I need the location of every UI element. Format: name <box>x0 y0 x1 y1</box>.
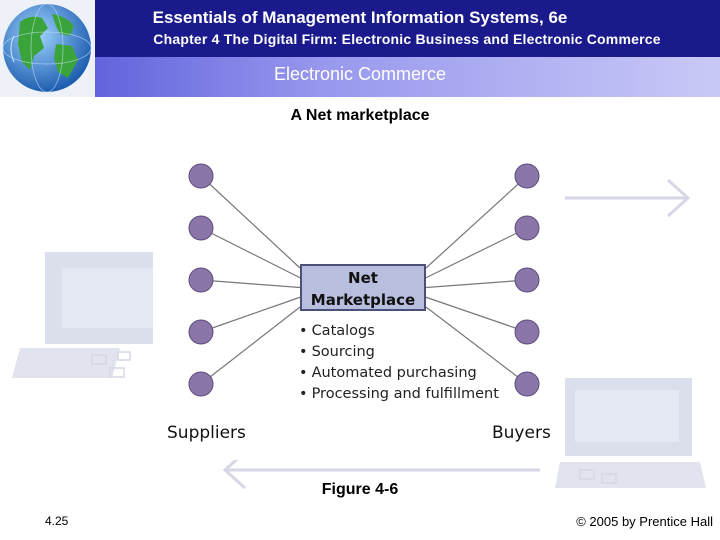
bg-screen-left <box>62 268 168 328</box>
supplier-node <box>188 371 214 397</box>
connector-line <box>200 279 301 289</box>
feature-item: Sourcing <box>299 342 499 363</box>
copyright-notice: © 2005 by Prentice Hall <box>576 514 713 529</box>
buyer-node <box>514 215 540 241</box>
buyers-label: Buyers <box>492 423 551 443</box>
bg-screen-right <box>575 390 679 442</box>
bg-keyboard-right <box>555 462 706 488</box>
connector-line <box>200 306 301 385</box>
connector-line <box>200 175 301 269</box>
suppliers-label: Suppliers <box>167 423 246 443</box>
page-number: 4.25 <box>45 514 69 528</box>
buyer-node <box>514 371 540 397</box>
net-marketplace-box: Net Marketplace <box>300 264 426 311</box>
supplier-node <box>188 163 214 189</box>
connector-line <box>425 296 528 333</box>
chapter-title: Chapter 4 The Digital Firm: Electronic B… <box>153 31 661 47</box>
figure-caption: Figure 4-6 <box>321 481 399 498</box>
globe-logo-panel <box>0 0 95 97</box>
supplier-node <box>188 267 214 293</box>
buyer-node <box>514 163 540 189</box>
feature-item: Processing and fulfillment <box>299 384 499 405</box>
connector-line <box>425 175 528 269</box>
net-box-line2: Marketplace <box>310 291 416 309</box>
buyer-node <box>514 319 540 345</box>
subheader-bar <box>0 57 720 97</box>
diagram-connections <box>188 163 540 397</box>
net-marketplace-diagram: Net Marketplace Catalogs Sourcing Automa… <box>153 143 565 460</box>
connector-line <box>425 279 528 289</box>
bg-monitor-right <box>562 378 692 456</box>
net-box-line1: Net <box>348 269 378 287</box>
supplier-node <box>188 319 214 345</box>
presentation-title: Essentials of Management Information Sys… <box>152 8 568 27</box>
supplier-node <box>188 215 214 241</box>
feature-list: Catalogs Sourcing Automated purchasing P… <box>299 321 499 405</box>
buyer-node <box>514 267 540 293</box>
connector-line <box>200 227 301 279</box>
globe-icon <box>2 3 92 93</box>
bg-keyboard-left <box>12 348 120 378</box>
connector-line <box>200 296 301 333</box>
connector-line <box>425 227 528 279</box>
feature-item: Automated purchasing <box>299 363 499 384</box>
diagram-title: A Net marketplace <box>290 107 430 124</box>
section-title: Electronic Commerce <box>273 64 447 84</box>
header-bar <box>0 0 720 57</box>
feature-item: Catalogs <box>299 321 499 342</box>
